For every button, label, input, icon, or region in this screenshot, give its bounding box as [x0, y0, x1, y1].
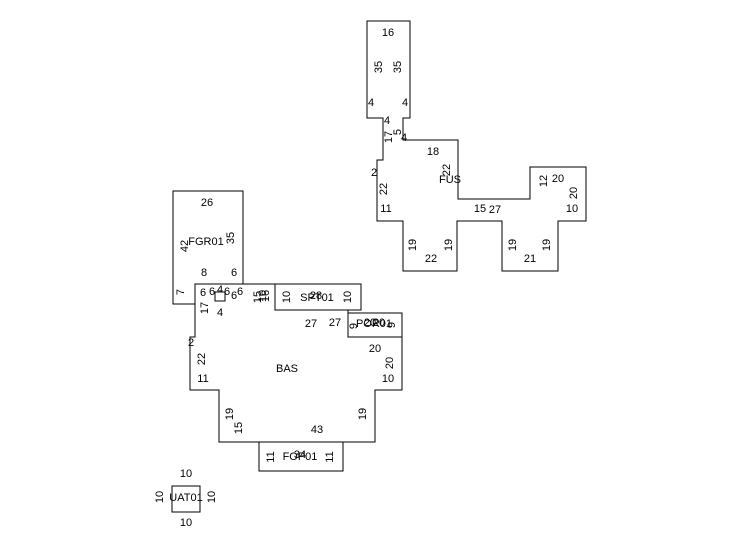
area-fop01: FOP01 11 11 34 [258, 441, 344, 472]
dim-label: 5 [392, 129, 404, 135]
dim-label: 17 [383, 131, 395, 143]
dim-label: 9 [348, 323, 360, 329]
porch-label: POR01 [356, 318, 392, 330]
dim-label: 27 [329, 317, 341, 329]
bas-label: BAS [276, 363, 298, 375]
dim-label: 35 [392, 61, 404, 73]
dim-label: 10 [281, 291, 293, 303]
dim-label: 16 [382, 27, 394, 39]
dim-label: 10 [382, 373, 394, 385]
dim-label: 11 [380, 203, 391, 215]
dim-label: 10 [206, 491, 218, 503]
uat01-outline [171, 485, 201, 513]
dim-label: 2 [371, 167, 377, 179]
area-fus: FUS 16 35 35 4 4 4 17 4 5 18 2 22 22 11 … [366, 20, 587, 272]
dim-label: 27 [489, 204, 501, 216]
dim-label: 4 [217, 307, 223, 319]
dim-label: 42 [179, 240, 191, 252]
dim-label: 20 [552, 173, 564, 185]
dim-label: 15 [252, 291, 264, 303]
area-spt01: SPT01 10 10 10 27 28 16 15 [252, 283, 362, 329]
dim-label: 43 [311, 424, 323, 436]
porch-outline [347, 312, 403, 338]
dim-label: 10 [180, 468, 192, 480]
dim-label: 20 [568, 187, 580, 199]
dim-label: 4 [401, 132, 407, 144]
dim-label: 4 [384, 115, 390, 127]
dim-label: 20 [384, 357, 396, 369]
dim-label: 19 [507, 239, 519, 251]
dim-label: 4 [368, 97, 374, 109]
dim-label: 6 [231, 267, 237, 279]
dim-label: 6 [231, 290, 237, 302]
dim-label: 6 [200, 287, 206, 299]
chimney-box [214, 291, 226, 302]
dim-label: 19 [541, 239, 553, 251]
dim-label: 10 [566, 203, 578, 215]
dim-label: 35 [225, 232, 237, 244]
fus-outline [366, 20, 587, 272]
dim-label: 19 [357, 408, 369, 420]
dim-label: 35 [373, 61, 385, 73]
dim-label: 17 [199, 302, 211, 314]
dim-label: 4 [217, 284, 223, 296]
dim-label: 11 [265, 451, 277, 462]
area-fgr01: FGR01 26 42 35 8 6 7 6 6 4 6 6 17 4 6 [172, 190, 244, 319]
dim-label: 10 [257, 290, 269, 302]
dim-label: 20 [369, 343, 381, 355]
fgr01-outline [172, 190, 244, 305]
dim-label: 6 [224, 286, 230, 298]
fop01-label: FOP01 [283, 451, 318, 463]
dim-label: 19 [443, 239, 455, 251]
dim-label: 22 [425, 253, 437, 265]
dim-label: 28 [310, 290, 322, 302]
dim-label: 27 [305, 318, 317, 330]
fgr01-label: FGR01 [188, 236, 223, 248]
spt01-outline [274, 283, 362, 311]
area-porch: POR01 9 20 20 9 [347, 312, 403, 338]
dim-label: 10 [342, 291, 354, 303]
dim-label: 20 [364, 317, 376, 329]
dim-label: 22 [378, 183, 390, 195]
uat01-label: UAT01 [169, 492, 202, 504]
dim-label: 34 [294, 449, 306, 461]
dim-label: 7 [175, 289, 187, 295]
dim-label: 9 [386, 322, 398, 328]
dim-label: 8 [201, 267, 207, 279]
dim-label: 22 [196, 353, 208, 365]
dim-label: 11 [324, 451, 336, 462]
dim-label: 12 [538, 175, 550, 187]
area-uat01: UAT01 10 10 10 10 [154, 468, 218, 529]
dim-label: 2 [188, 337, 194, 349]
dim-label: 15 [474, 203, 486, 215]
fop01-outline [258, 441, 344, 472]
dim-label: 6 [237, 286, 243, 298]
dim-label: 20 [373, 317, 385, 329]
dim-label: 18 [427, 146, 439, 158]
dim-label: 10 [154, 491, 166, 503]
dim-label: 22 [441, 164, 453, 176]
dim-label: 19 [224, 408, 236, 420]
dim-label: 4 [402, 97, 408, 109]
dim-label: 10 [180, 517, 192, 529]
dim-label: 6 [209, 286, 215, 298]
dim-label: 26 [201, 197, 213, 209]
dim-label: 11 [197, 373, 208, 385]
dim-label: 19 [407, 239, 419, 251]
dim-label: 15 [233, 422, 245, 434]
dim-label: 16 [260, 290, 272, 302]
spt01-label: SPT01 [300, 292, 334, 304]
dim-label: 21 [524, 253, 536, 265]
fus-label: FUS [439, 174, 461, 186]
